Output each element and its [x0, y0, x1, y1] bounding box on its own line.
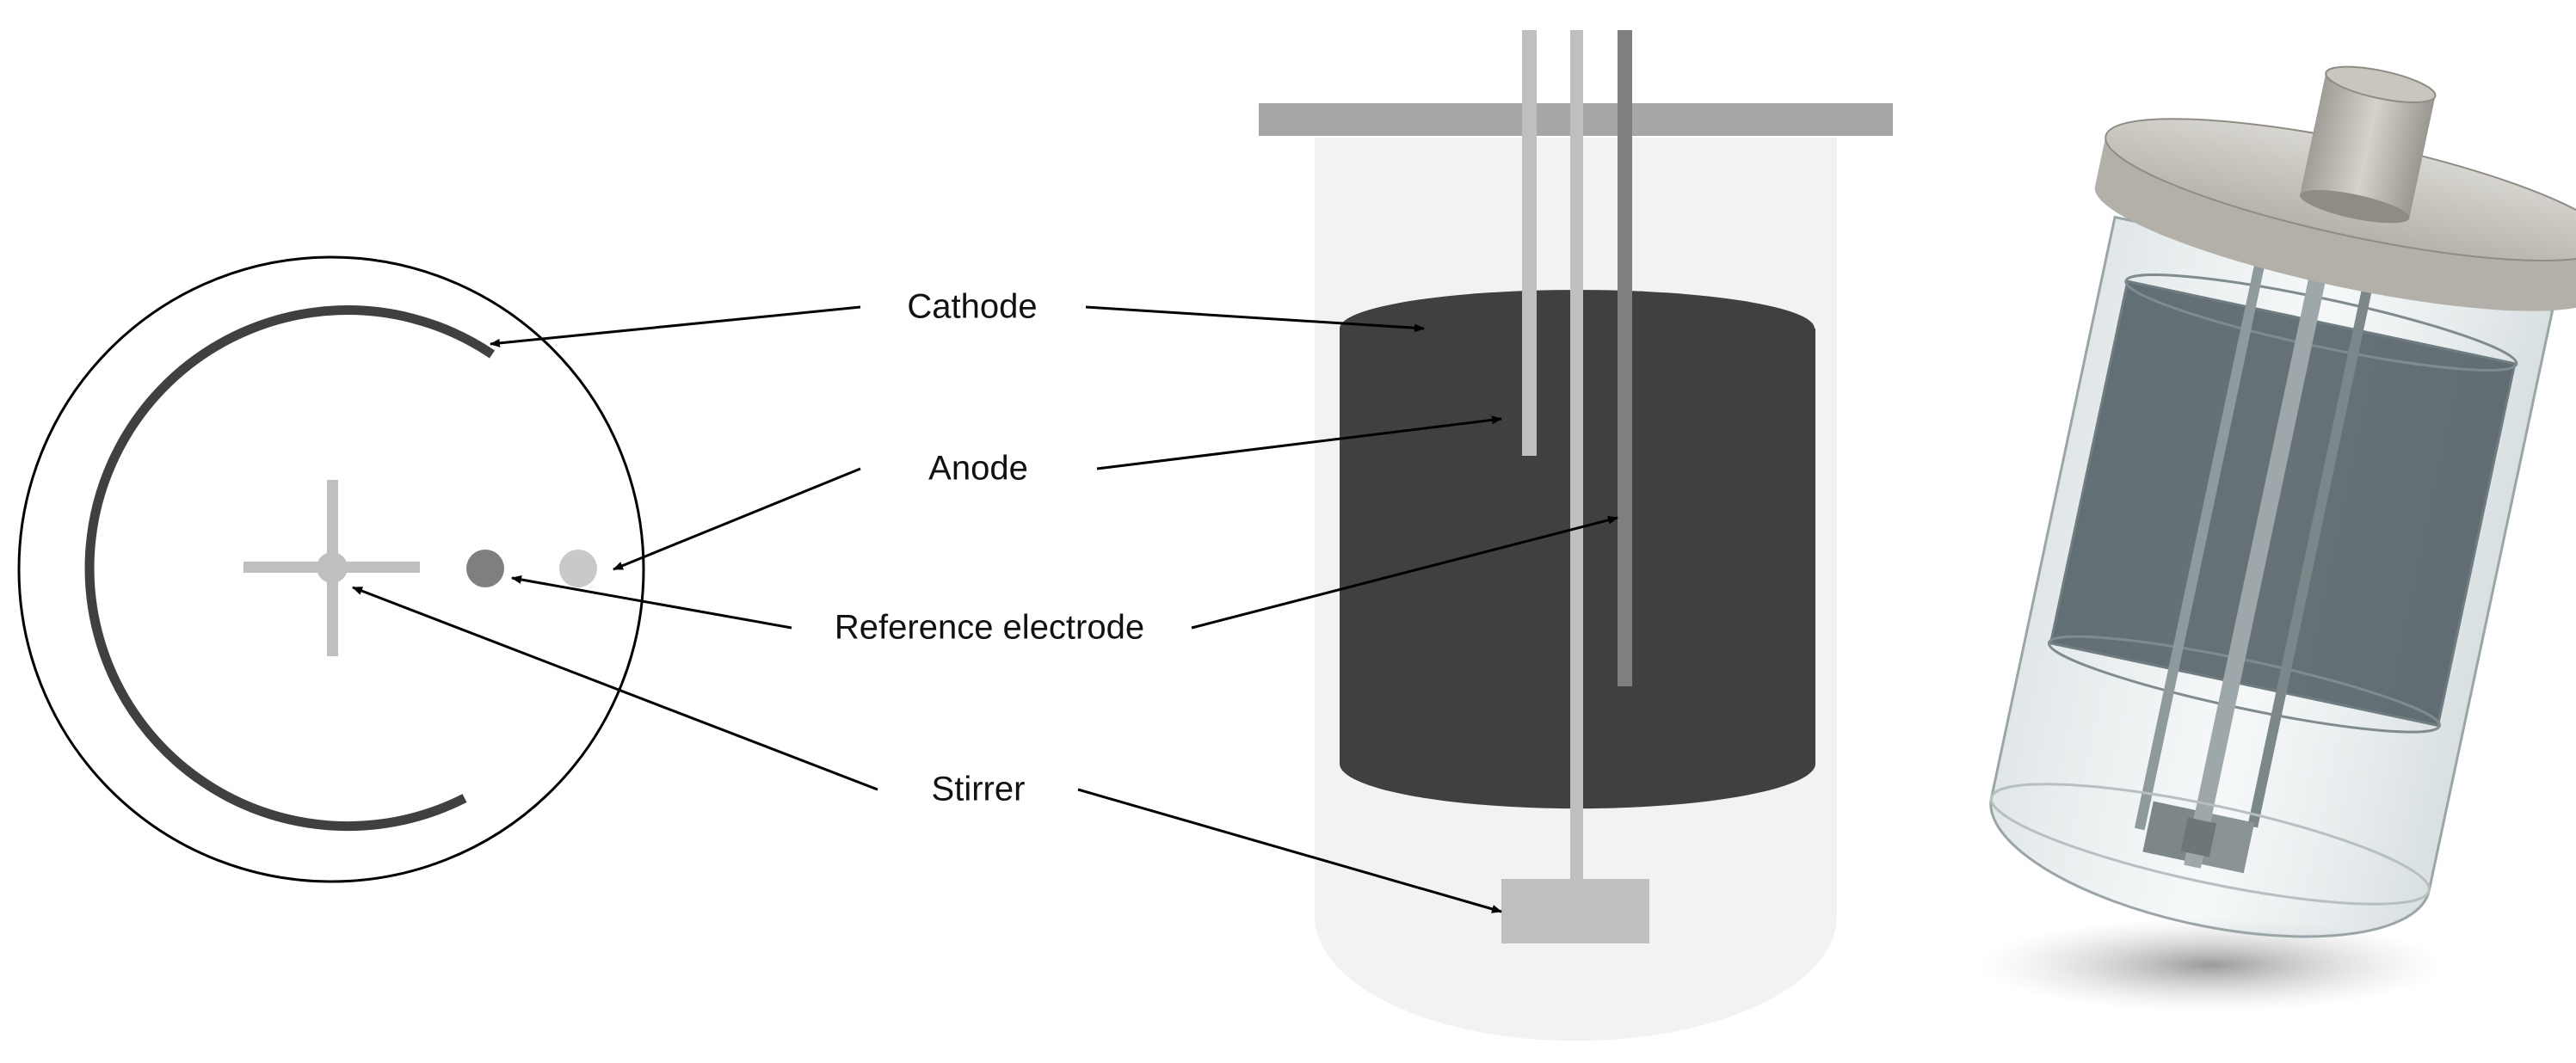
- side-view: [1259, 30, 1893, 1041]
- top-view-reference-electrode: [466, 550, 504, 587]
- side-view-reference-rod: [1618, 30, 1632, 686]
- label-stirrer: Stirrer: [932, 771, 1026, 809]
- side-view-anode-rod: [1522, 30, 1537, 456]
- arrow-stirrer-left: [353, 587, 878, 790]
- rendered-3d-view: [1950, 17, 2576, 1012]
- arrow-cathode-left: [490, 307, 860, 344]
- render-shadow: [1979, 918, 2444, 1012]
- label-cathode: Cathode: [907, 288, 1037, 327]
- top-view-stirrer: [243, 480, 420, 656]
- top-view: [19, 257, 644, 882]
- top-view-anode: [559, 550, 597, 587]
- label-anode: Anode: [928, 450, 1028, 488]
- side-view-stirrer-impeller: [1501, 879, 1649, 943]
- arrow-reference-left: [512, 578, 792, 628]
- side-view-stirrer-shaft: [1570, 30, 1583, 890]
- arrow-anode-left: [613, 469, 860, 569]
- label-reference-electrode: Reference electrode: [835, 609, 1144, 648]
